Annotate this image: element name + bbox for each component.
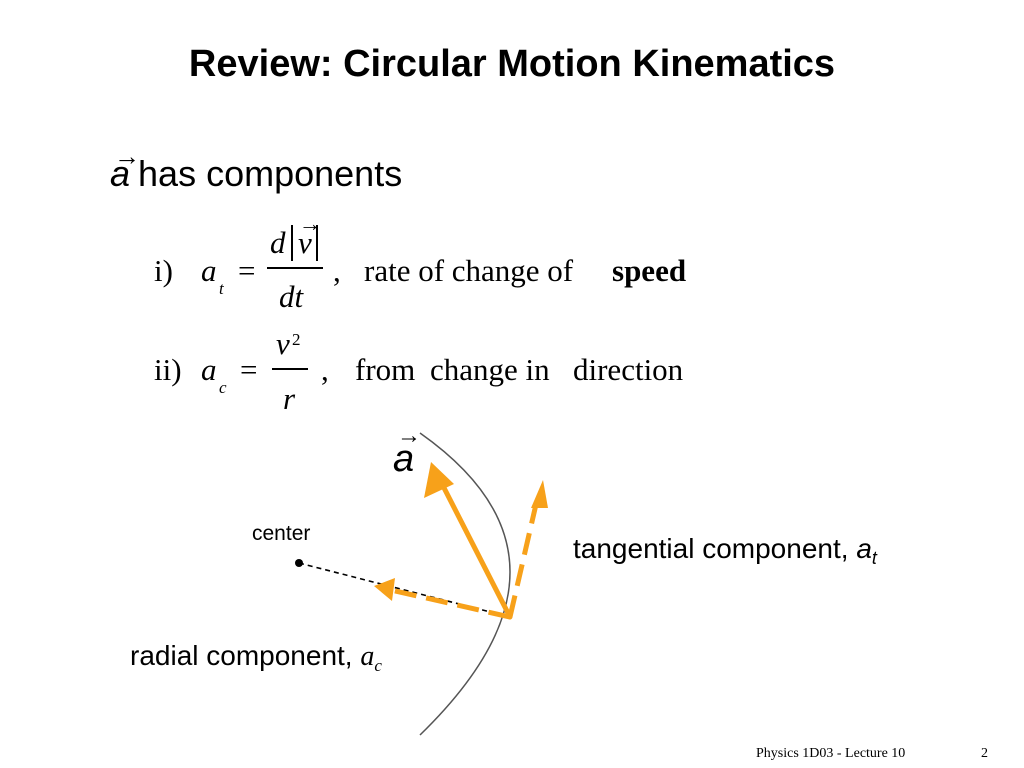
equation-ii-description-direction: direction (573, 352, 684, 387)
equation-ii-numerator: v (276, 326, 290, 361)
footer-course: Physics 1D03 - Lecture 10 (756, 746, 906, 761)
equation-i-equals: = (238, 253, 256, 288)
radial-arrow-shaft (390, 587, 511, 620)
vector-arrow-icon: → (114, 141, 140, 171)
tangential-label-text: tangential component, (573, 533, 849, 564)
equation-ii-numerator-power: 2 (292, 330, 301, 349)
equation-i-description: rate of change of (364, 253, 574, 288)
acceleration-label: → a (393, 422, 421, 481)
equation-i-denominator: dt (279, 279, 304, 314)
tangential-subscript: t (871, 548, 877, 568)
intro-symbol: a (110, 153, 131, 194)
tangential-arrow-head (531, 480, 548, 508)
footer-page-number: 2 (981, 746, 988, 761)
equation-ii-denominator: r (283, 381, 296, 416)
tangential-label: tangential component, at (573, 533, 877, 569)
equation-i-numerator-d: d (270, 225, 286, 260)
equation-i-lhs-symbol: a (201, 253, 217, 288)
tangential-symbol: a (856, 533, 872, 564)
equation-ii-lhs-symbol: a (201, 352, 217, 387)
equation-ii-equals: = (240, 352, 258, 387)
equation-ii-description-from: from (355, 352, 416, 387)
equation-ii-comma: , (321, 352, 329, 387)
radial-subscript: c (374, 656, 382, 675)
equation-i-comma: , (333, 253, 341, 288)
equation-ii-lhs-subscript: c (219, 378, 227, 397)
equation-ii-description-change: change in (430, 352, 550, 387)
tangential-arrow-shaft (507, 499, 540, 618)
equation-i-abs-right-bar (316, 225, 318, 261)
circle-arc (419, 432, 511, 736)
intro-line: → a has components (110, 141, 403, 198)
acceleration-vector-symbol: → a (110, 141, 140, 198)
equation-i-abs-left-bar (291, 225, 293, 261)
total-acceleration-arrow-head (424, 462, 454, 498)
radial-symbol: a (360, 641, 375, 672)
slide-title: Review: Circular Motion Kinematics (188, 43, 836, 85)
equation-i: i) a t = d v → dt , rate of change of sp… (0, 211, 1024, 333)
radial-arrow-head (374, 578, 395, 601)
equation-ii-fraction-line (272, 368, 308, 370)
equation-ii-label: ii) (154, 352, 182, 387)
equation-i-fraction-line (267, 267, 323, 269)
center-label: center (252, 522, 311, 545)
acceleration-symbol: a (393, 438, 415, 480)
radial-label-text: radial component, (130, 640, 353, 671)
radial-label: radial component, ac (130, 640, 382, 676)
equation-i-label: i) (154, 253, 173, 288)
equation-i-lhs-subscript: t (219, 279, 224, 298)
equation-i-numerator-v: v (298, 225, 312, 260)
intro-text: has components (138, 153, 403, 194)
equation-i-speed: speed (612, 253, 687, 288)
total-acceleration-arrow-shaft (437, 477, 513, 620)
acceleration-arrow-icon: → (397, 422, 421, 449)
equation-ii: ii) a c = v 2 r , from change in directi… (0, 326, 1024, 432)
equation-i-v-arrow-icon: → (299, 211, 321, 236)
center-dot (295, 559, 303, 567)
